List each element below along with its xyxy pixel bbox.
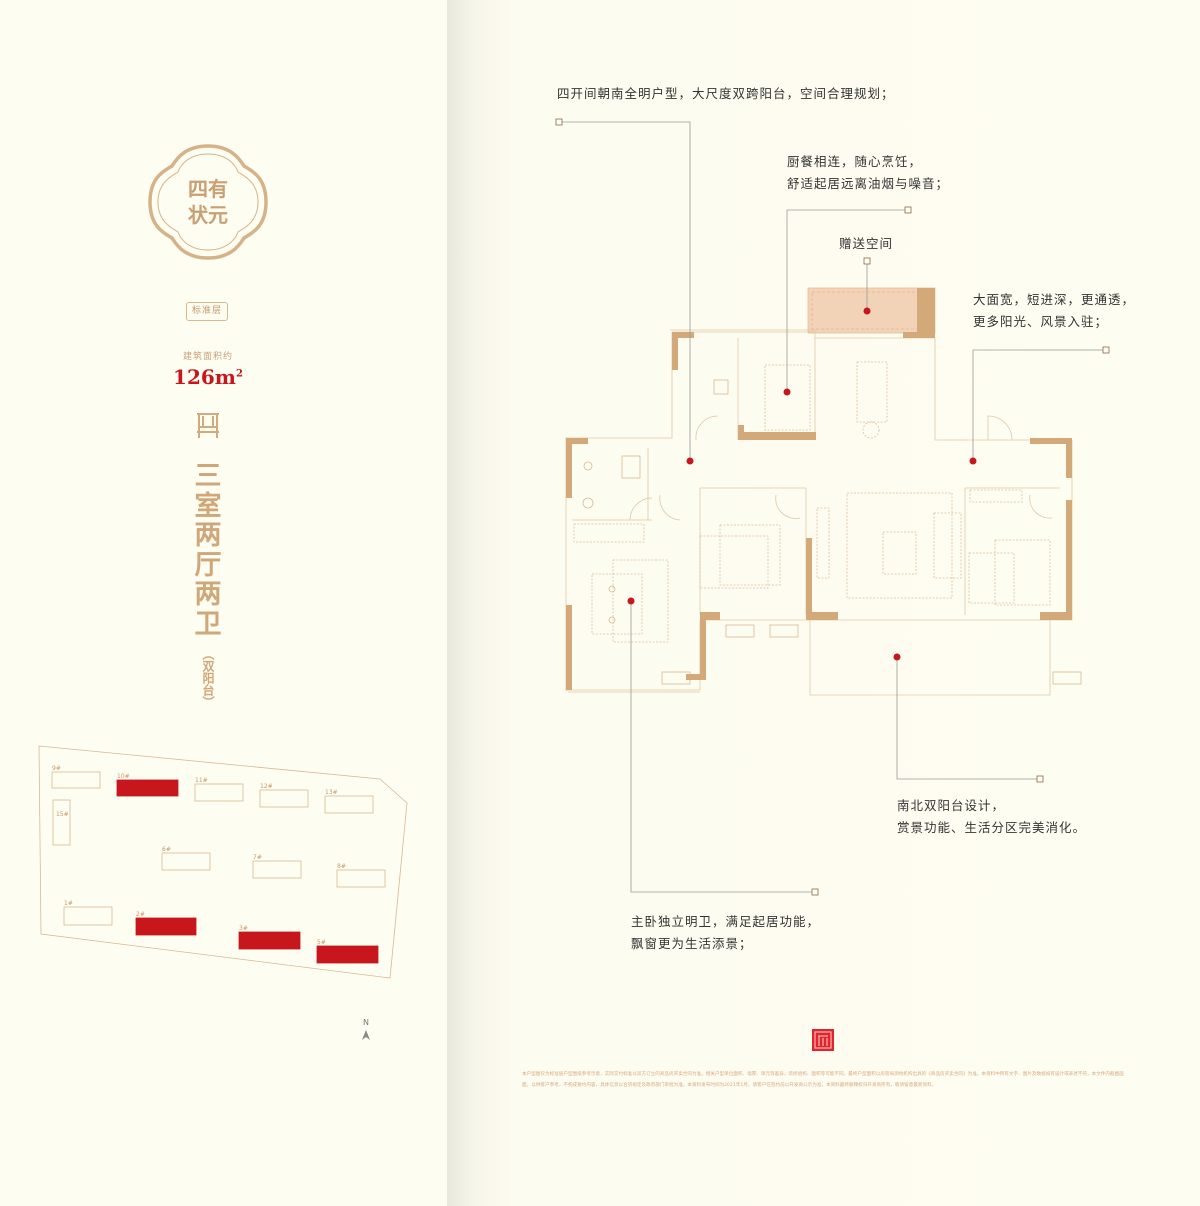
layout-title: 三室两厅两卫 [188,462,228,639]
annotation-text: 赠送空间 [839,236,894,251]
building-highlighted [135,917,197,936]
annotation-text: 厨餐相连，随心烹饪， [787,154,923,169]
building-label: 10# [117,773,130,780]
building [259,789,309,808]
building [324,795,374,814]
floor-type-badge: 标准层 [186,302,228,321]
building-label: 12# [260,783,273,790]
building [63,906,113,926]
building [52,799,71,846]
area-unit-sup: 2 [235,368,243,380]
logo-emblem [148,144,268,260]
building [161,852,211,871]
area-value: 126m2 [150,365,266,389]
layout-subtitle: （双阳台） [201,648,215,708]
annotation-text: 大面宽，短进深，更通透， [973,292,1136,307]
floor-plan-walls [566,288,1072,690]
title-char: 三 [194,461,222,492]
building-highlighted [116,779,179,797]
annotation-balcony: 南北双阳台设计， 赏景功能、生活分区完美消化。 [897,795,1086,839]
area-label: 建筑面积约 [182,352,233,362]
annotation-living: 大面宽，短进深，更通透， 更多阳光、风景入驻； [973,289,1135,333]
seal-stamp-icon [812,1029,834,1051]
annotation-text: 主卧独立明卫，满足起居功能， [631,914,821,929]
right-page [447,0,1200,1206]
annotation-text: 飘窗更为生活添景； [631,936,753,951]
building-label: 1# [64,900,73,907]
leader-markers [555,118,1110,896]
floor-plan [565,287,1082,696]
annotation-text: 舒适起居远离油烟与噪音； [787,176,950,191]
building-label: 7# [253,854,262,861]
title-char: 室 [194,490,222,522]
annotation-gift-space: 赠送空间 [839,233,893,255]
building [51,771,101,789]
building-label: 8# [337,863,346,870]
site-boundary [38,745,408,979]
left-page [0,0,447,1206]
appliance-icons [582,379,1082,685]
building-highlighted [238,931,301,950]
north-arrow-icon [362,1030,370,1040]
annotation-master-bedroom: 主卧独立明卫，满足起居功能， 飘窗更为生活添景； [631,911,820,955]
title-char: 两 [194,520,222,551]
building-highlighted [316,945,379,964]
disclaimer: 本户型图仅为标准层户型图纸参考示意，实际交付标准以双方订立的商品房买卖合同为准。… [522,1072,1124,1088]
annotation-text: 赏景功能、生活分区完美消化。 [897,820,1087,835]
highlight-dots [627,307,977,661]
leader-lines [559,121,1106,893]
building-label: 11# [195,777,208,784]
logo-text: 状元 [188,203,228,227]
annotation-text: 更多阳光、风景入驻； [973,314,1109,329]
building-label: 9# [52,765,61,772]
logo-text: 四有 [188,177,228,201]
annotation-text: 南北双阳台设计， [897,798,1006,813]
site-plan: 9# 10# 11# 12# 13# 15# 6# 7# 8# 1# 2# 3# 5# [38,745,408,979]
building-label: 13# [325,789,338,796]
building-label: 3# [239,925,248,932]
building [252,860,302,879]
title-char: 卫 [194,608,222,640]
annotation-text: 四开间朝南全明户型，大尺度双跨阳台，空间合理规划； [557,86,895,101]
building-label: 2# [136,911,145,918]
building-label: 15# [56,811,69,818]
gift-space-area [807,287,936,334]
building-label: 6# [162,846,171,853]
title-char: 两 [194,579,222,610]
north-label: N [363,1018,369,1027]
annotation-kitchen: 厨餐相连，随心烹饪， 舒适起居远离油烟与噪音； [787,151,949,195]
building [194,783,244,802]
title-char: 厅 [194,549,222,581]
building-label: 5# [317,939,326,946]
annotation-layout: 四开间朝南全明户型，大尺度双跨阳台，空间合理规划； [557,83,895,105]
area-number: 126m [173,365,236,389]
building [336,869,386,888]
chair-icon [197,413,219,438]
